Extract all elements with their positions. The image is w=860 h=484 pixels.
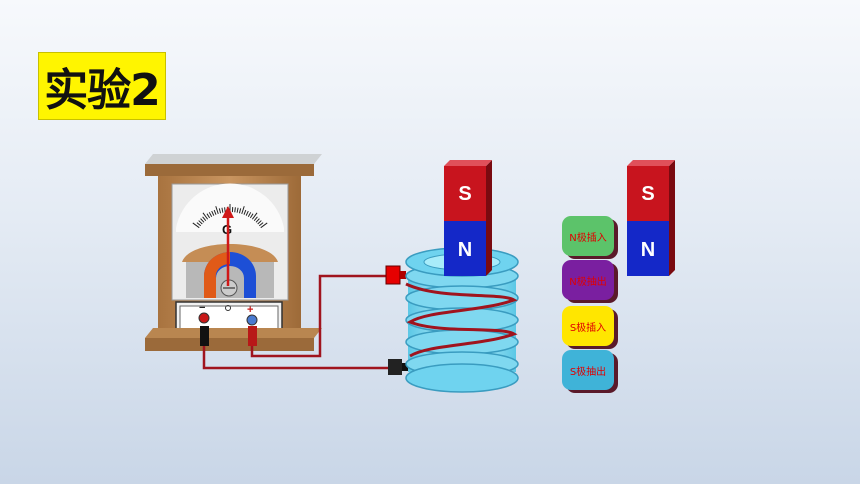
magnet-top-pole-label: S [458, 183, 471, 205]
bar-magnet-in-coil[interactable]: SN [444, 160, 492, 276]
minus-sign: − [199, 302, 205, 314]
n-pole-insert-button[interactable]: N极插入 [562, 216, 614, 256]
positive-terminal[interactable] [246, 314, 258, 326]
slide-title: 实验2 [38, 52, 166, 120]
magnet-bottom-pole-label: N [641, 239, 655, 261]
circuit-wires [202, 274, 388, 370]
s-pole-insert-button[interactable]: S极插入 [562, 306, 614, 346]
negative-terminal[interactable] [198, 312, 210, 324]
galvanometer-scale [192, 204, 268, 229]
plus-sign: + [247, 304, 253, 316]
magnet-bottom-pole-label: N [458, 239, 472, 261]
bar-magnet-side[interactable]: SN [627, 160, 675, 276]
n-pole-extract-button[interactable]: N极抽出 [562, 260, 614, 300]
galvanometer: G − + [145, 154, 322, 351]
magnet-top-pole-label: S [641, 183, 654, 205]
s-pole-extract-button[interactable]: S极抽出 [562, 350, 614, 390]
